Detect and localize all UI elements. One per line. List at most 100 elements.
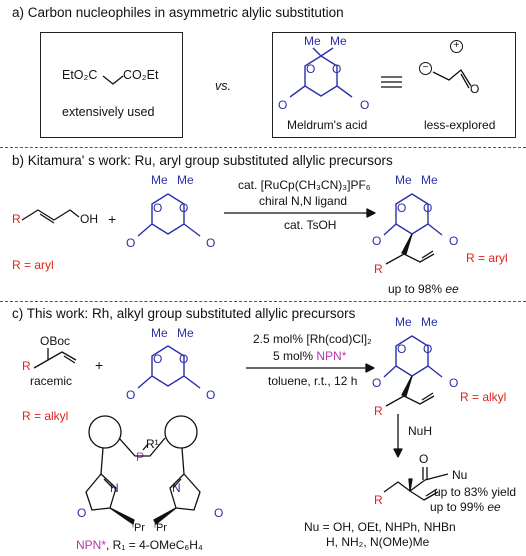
ligand-cn-double-right [172, 478, 182, 489]
b-reagent-o4: O [206, 236, 216, 250]
allyl-boc-vinyl [47, 351, 77, 361]
b-prod-o3: O [372, 234, 382, 248]
allyl-alcohol-chain [21, 209, 80, 221]
b-condition-2: chiral N,N ligand [259, 194, 348, 208]
ligand-caption: NPN*, R₁ = 4-OMeC₆H₄ [76, 538, 203, 552]
final-wedge [408, 478, 413, 492]
minus-charge: − [419, 62, 432, 75]
c-prod-o4: O [449, 376, 459, 390]
final-backbone [383, 479, 426, 493]
meldrum-a-me-left [312, 47, 322, 57]
racemic-label: racemic [30, 374, 73, 388]
malonate-caption: extensively used [62, 105, 155, 119]
meldrum-prod-b [395, 193, 429, 235]
ligand-n-left: N [110, 481, 119, 495]
ligand-wedge-left [109, 507, 135, 525]
b-prod-wedge [401, 233, 413, 255]
final-r-label: R [374, 493, 383, 507]
meldrum-ring-o-left: O [306, 62, 316, 76]
b-reagent-o1: O [153, 201, 163, 215]
ligand-o-right: O [214, 506, 224, 520]
ligand-p-atom: P [136, 450, 145, 464]
final-chain [424, 473, 449, 481]
ligand-cn-double-left [103, 478, 114, 489]
ligand-ring-left [88, 415, 122, 449]
allyl-r-label: R [12, 212, 21, 226]
meldrum-prod-c-co-right [427, 365, 443, 378]
b-condition-3: cat. TsOH [284, 218, 337, 232]
c-condition-2: 5 mol% NPN* [273, 349, 347, 363]
ligand-oxazoline-right [169, 473, 201, 511]
b-prod-vinyl [403, 253, 435, 263]
b-prod-me-right: Me [421, 173, 438, 187]
meldrum-carbonyl-o-right: O [360, 98, 370, 112]
c-condition-1: 2.5 mol% [Rh(cod)Cl]₂ [253, 332, 372, 346]
allyl-boc-vinyl-double [63, 355, 76, 364]
b-prod-r-label: R [374, 262, 383, 276]
plus-charge: + [450, 40, 463, 53]
meldrum-a-co-right [336, 85, 353, 98]
meldrum-me-right: Me [330, 34, 347, 48]
meldrum-a-me-right [320, 47, 334, 57]
synthon-co-double [460, 73, 470, 89]
meldrum-c-co-right [183, 375, 201, 389]
r-aryl-left: R = aryl [12, 258, 54, 272]
meldrum-box [272, 32, 516, 138]
ligand-oxazoline-left [85, 473, 117, 511]
b-prod-o1: O [397, 201, 407, 215]
divider-a-b [0, 147, 526, 148]
final-vinyl-2 [409, 490, 439, 501]
meldrum-prod-c-co-left [383, 365, 397, 378]
enolate-o: O [470, 82, 480, 96]
less-explored-caption: less-explored [424, 118, 496, 132]
ligand-ipr-right: ⁱPr [154, 522, 167, 534]
c-prod-vinyl-double [421, 392, 434, 401]
synthon-bond [432, 69, 472, 87]
b-reagent-o3: O [126, 236, 136, 250]
meldrum-me-left: Me [304, 34, 321, 48]
c-arrowhead [365, 363, 375, 373]
ligand-p-r1-bond [142, 443, 149, 451]
c-prod-o1: O [397, 342, 407, 356]
section-b-title: b) Kitamura' s work: Ru, aryl group subs… [12, 153, 393, 168]
b-condition-1: cat. [RuCp(CH₃CN)₃]PF₆ [238, 178, 371, 192]
malonate-left-ester: EtO₂C [62, 68, 98, 82]
meldrum-b-co-right [183, 223, 201, 237]
c-prod-vinyl [403, 395, 435, 405]
malonate-ch2-bond [102, 75, 124, 85]
oboc-label: OBoc [40, 334, 71, 348]
b-prod-o4: O [449, 234, 459, 248]
r-alkyl-left: R = alkyl [22, 409, 69, 423]
c-prod-r-label: R [374, 404, 383, 418]
meldrum-prod-b-co-right [427, 223, 443, 236]
nu-list-line-1: Nu = OH, OEt, NHPh, NHBn [304, 520, 456, 534]
b-reagent-me-right: Me [177, 173, 194, 187]
c-ee-result: up to 99% ee [430, 500, 501, 514]
nuh-label: NuH [408, 424, 433, 438]
meldrum-prod-b-co-left [383, 223, 397, 236]
nu-list-line-2: H, NH₂, N(OMe)Me [326, 535, 430, 549]
r-aryl-right: R = aryl [466, 251, 508, 265]
plus-sign-b: + [108, 211, 117, 227]
c-reagent-o3: O [126, 388, 136, 402]
r-alkyl-right: R = alkyl [460, 390, 507, 404]
ligand-p-bonds [118, 437, 166, 457]
ligand-o-left: O [77, 506, 87, 520]
b-reagent-me-left: Me [151, 173, 168, 187]
ligand-link-left [100, 447, 104, 475]
meldrum-ring-a [304, 55, 338, 97]
ligand-n-right: N [172, 481, 181, 495]
section-c-title: c) This work: Rh, alkyl group substitute… [12, 306, 356, 321]
c-prod-o3: O [372, 376, 382, 390]
allyl-boc-chain [33, 348, 49, 369]
b-ee-result: up to 98% ee [388, 282, 459, 296]
final-vinyl-double [425, 488, 438, 497]
meldrum-a-co-left [289, 85, 306, 98]
allyl-oh-label: OH [80, 212, 98, 226]
b-prod-vinyl-double [421, 250, 434, 259]
meldrum-b-co-left [137, 223, 153, 237]
section-a-title: a) Carbon nucleophiles in asymmetric aly… [12, 5, 344, 20]
malonate-box [40, 32, 183, 138]
plus-sign-c: + [95, 357, 104, 373]
